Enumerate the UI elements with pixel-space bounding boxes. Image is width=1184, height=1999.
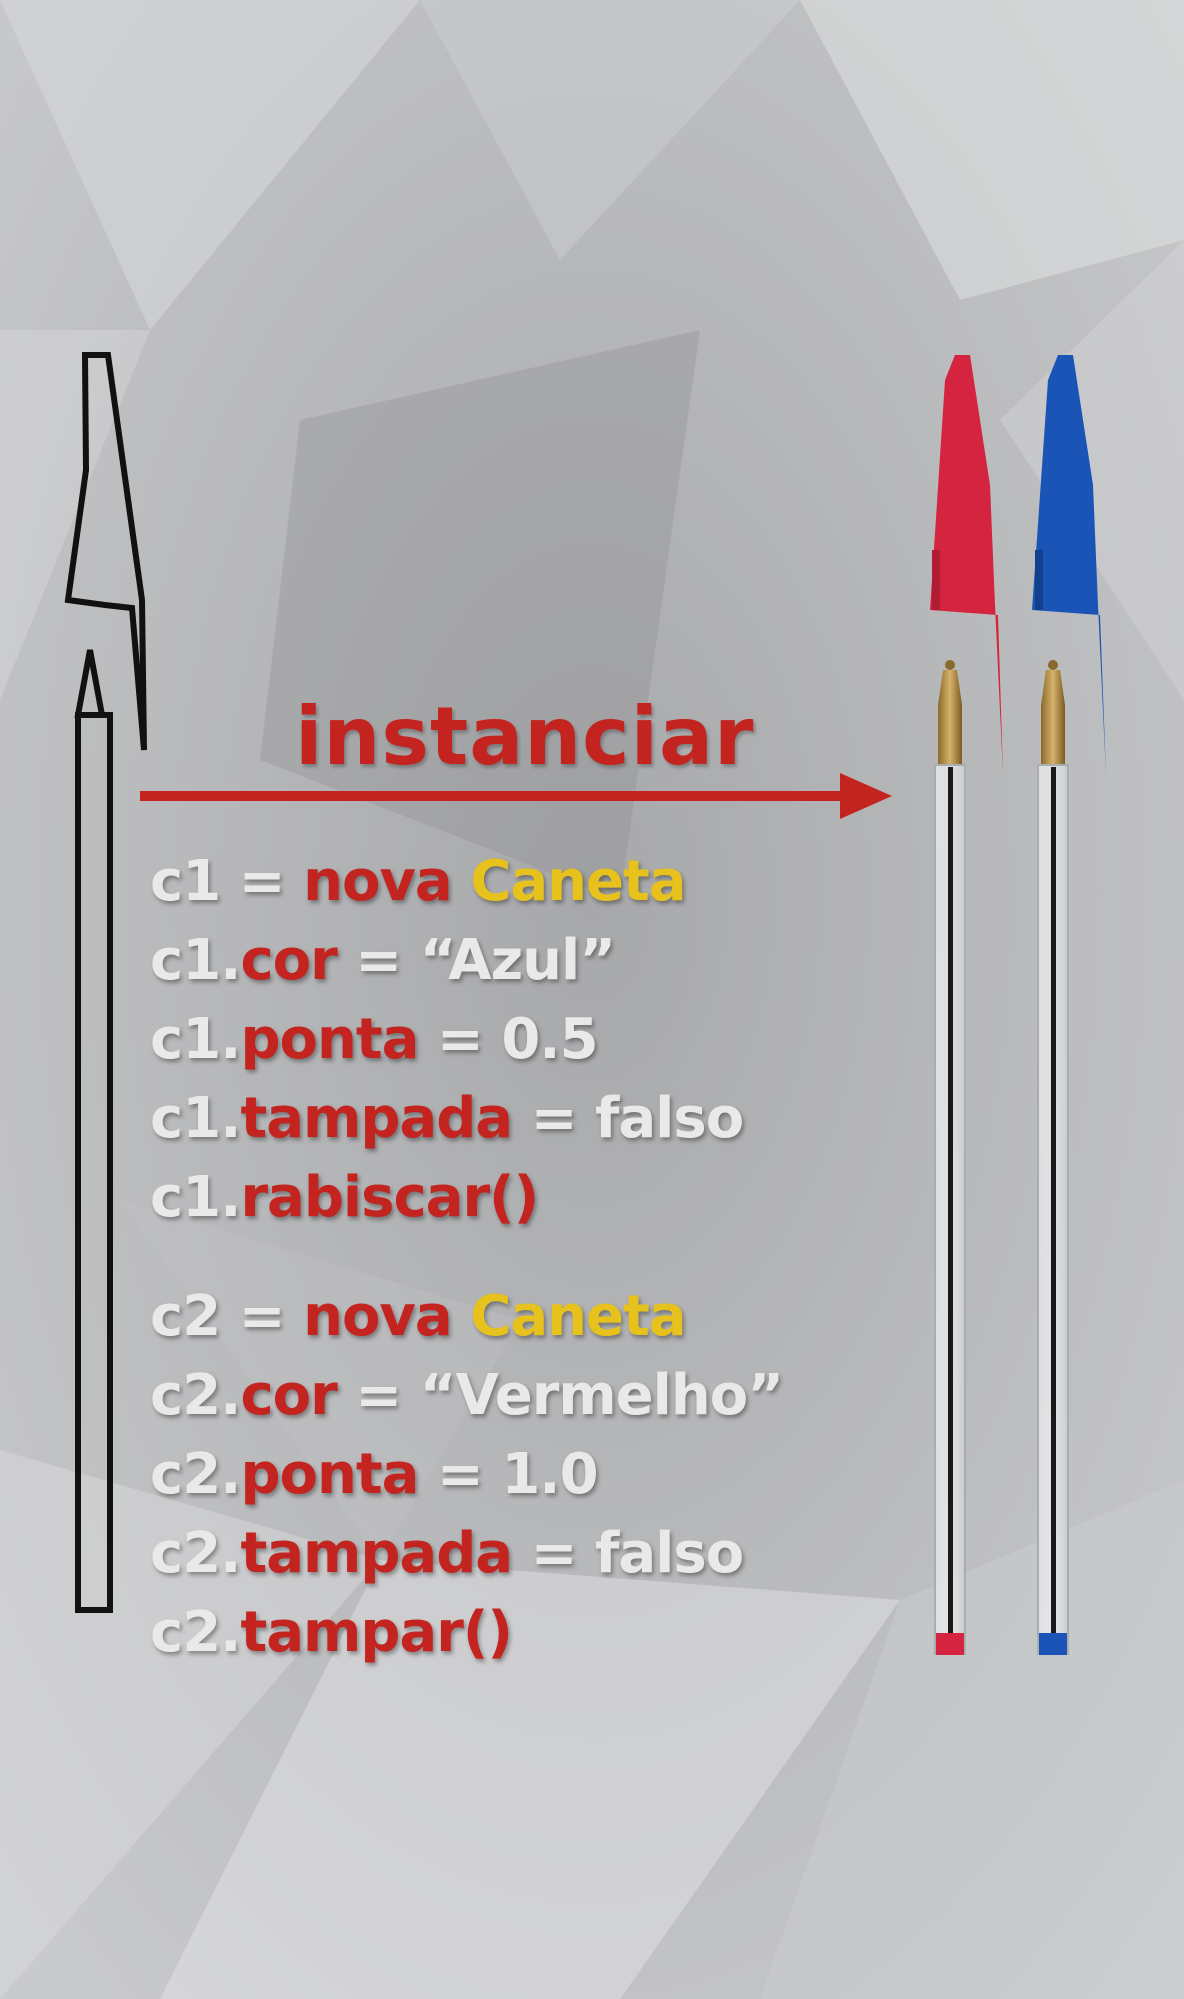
code-token: c2.: [150, 1600, 241, 1665]
code-token: c1.: [150, 1165, 241, 1230]
code-line: c2.tampar(): [150, 1593, 783, 1672]
red-pen-icon: [930, 355, 1003, 1655]
code-token: ponta: [240, 1007, 419, 1072]
code-token: c2.: [150, 1363, 241, 1428]
arrow-right-icon: [140, 773, 892, 819]
code-token: Caneta: [470, 849, 686, 914]
title-instanciar: instanciar: [295, 690, 755, 783]
code-token: = “Azul”: [336, 928, 616, 993]
code-line: c2.ponta = 1.0: [150, 1435, 783, 1514]
code-token: rabiscar(): [240, 1165, 539, 1230]
code-token: c1.: [150, 1007, 241, 1072]
code-line: c1.ponta = 0.5: [150, 1000, 743, 1079]
code-line: c2.cor = “Vermelho”: [150, 1356, 784, 1435]
code-line: c2 = nova Caneta: [150, 1277, 783, 1356]
code-token: c1.: [150, 928, 241, 993]
pen-outline-icon: [64, 352, 147, 1613]
code-token: c1 =: [150, 849, 304, 914]
code-token: cor: [240, 1363, 337, 1428]
pens-illustration: [930, 355, 1106, 1655]
blue-pen-icon: [1032, 355, 1106, 1655]
code-token: Caneta: [470, 1284, 686, 1349]
code-token: c2 =: [150, 1284, 304, 1349]
code-token: = falso: [512, 1086, 745, 1151]
code-line: c1.tampada = falso: [150, 1079, 745, 1158]
code-token: cor: [240, 928, 337, 993]
code-token: nova: [303, 1284, 471, 1349]
code-token: nova: [303, 849, 471, 914]
code-token: c2.: [150, 1442, 241, 1507]
code-line: c1.cor = “Azul”: [150, 921, 743, 1000]
code-token: ponta: [240, 1442, 419, 1507]
code-token: c1.: [150, 1086, 241, 1151]
code-line: c1 = nova Caneta: [150, 842, 743, 921]
code-line: c2.tampada = falso: [150, 1514, 783, 1593]
code-token: tampar(): [240, 1600, 513, 1665]
code-token: tampada: [240, 1086, 513, 1151]
code-token: tampada: [240, 1521, 513, 1586]
code-token: = “Vermelho”: [336, 1363, 784, 1428]
code-line: c1.rabiscar(): [150, 1158, 743, 1237]
code-token: = falso: [512, 1521, 745, 1586]
code-token: c2.: [150, 1521, 241, 1586]
code-token: = 0.5: [418, 1007, 599, 1072]
code-token: = 1.0: [418, 1442, 599, 1507]
